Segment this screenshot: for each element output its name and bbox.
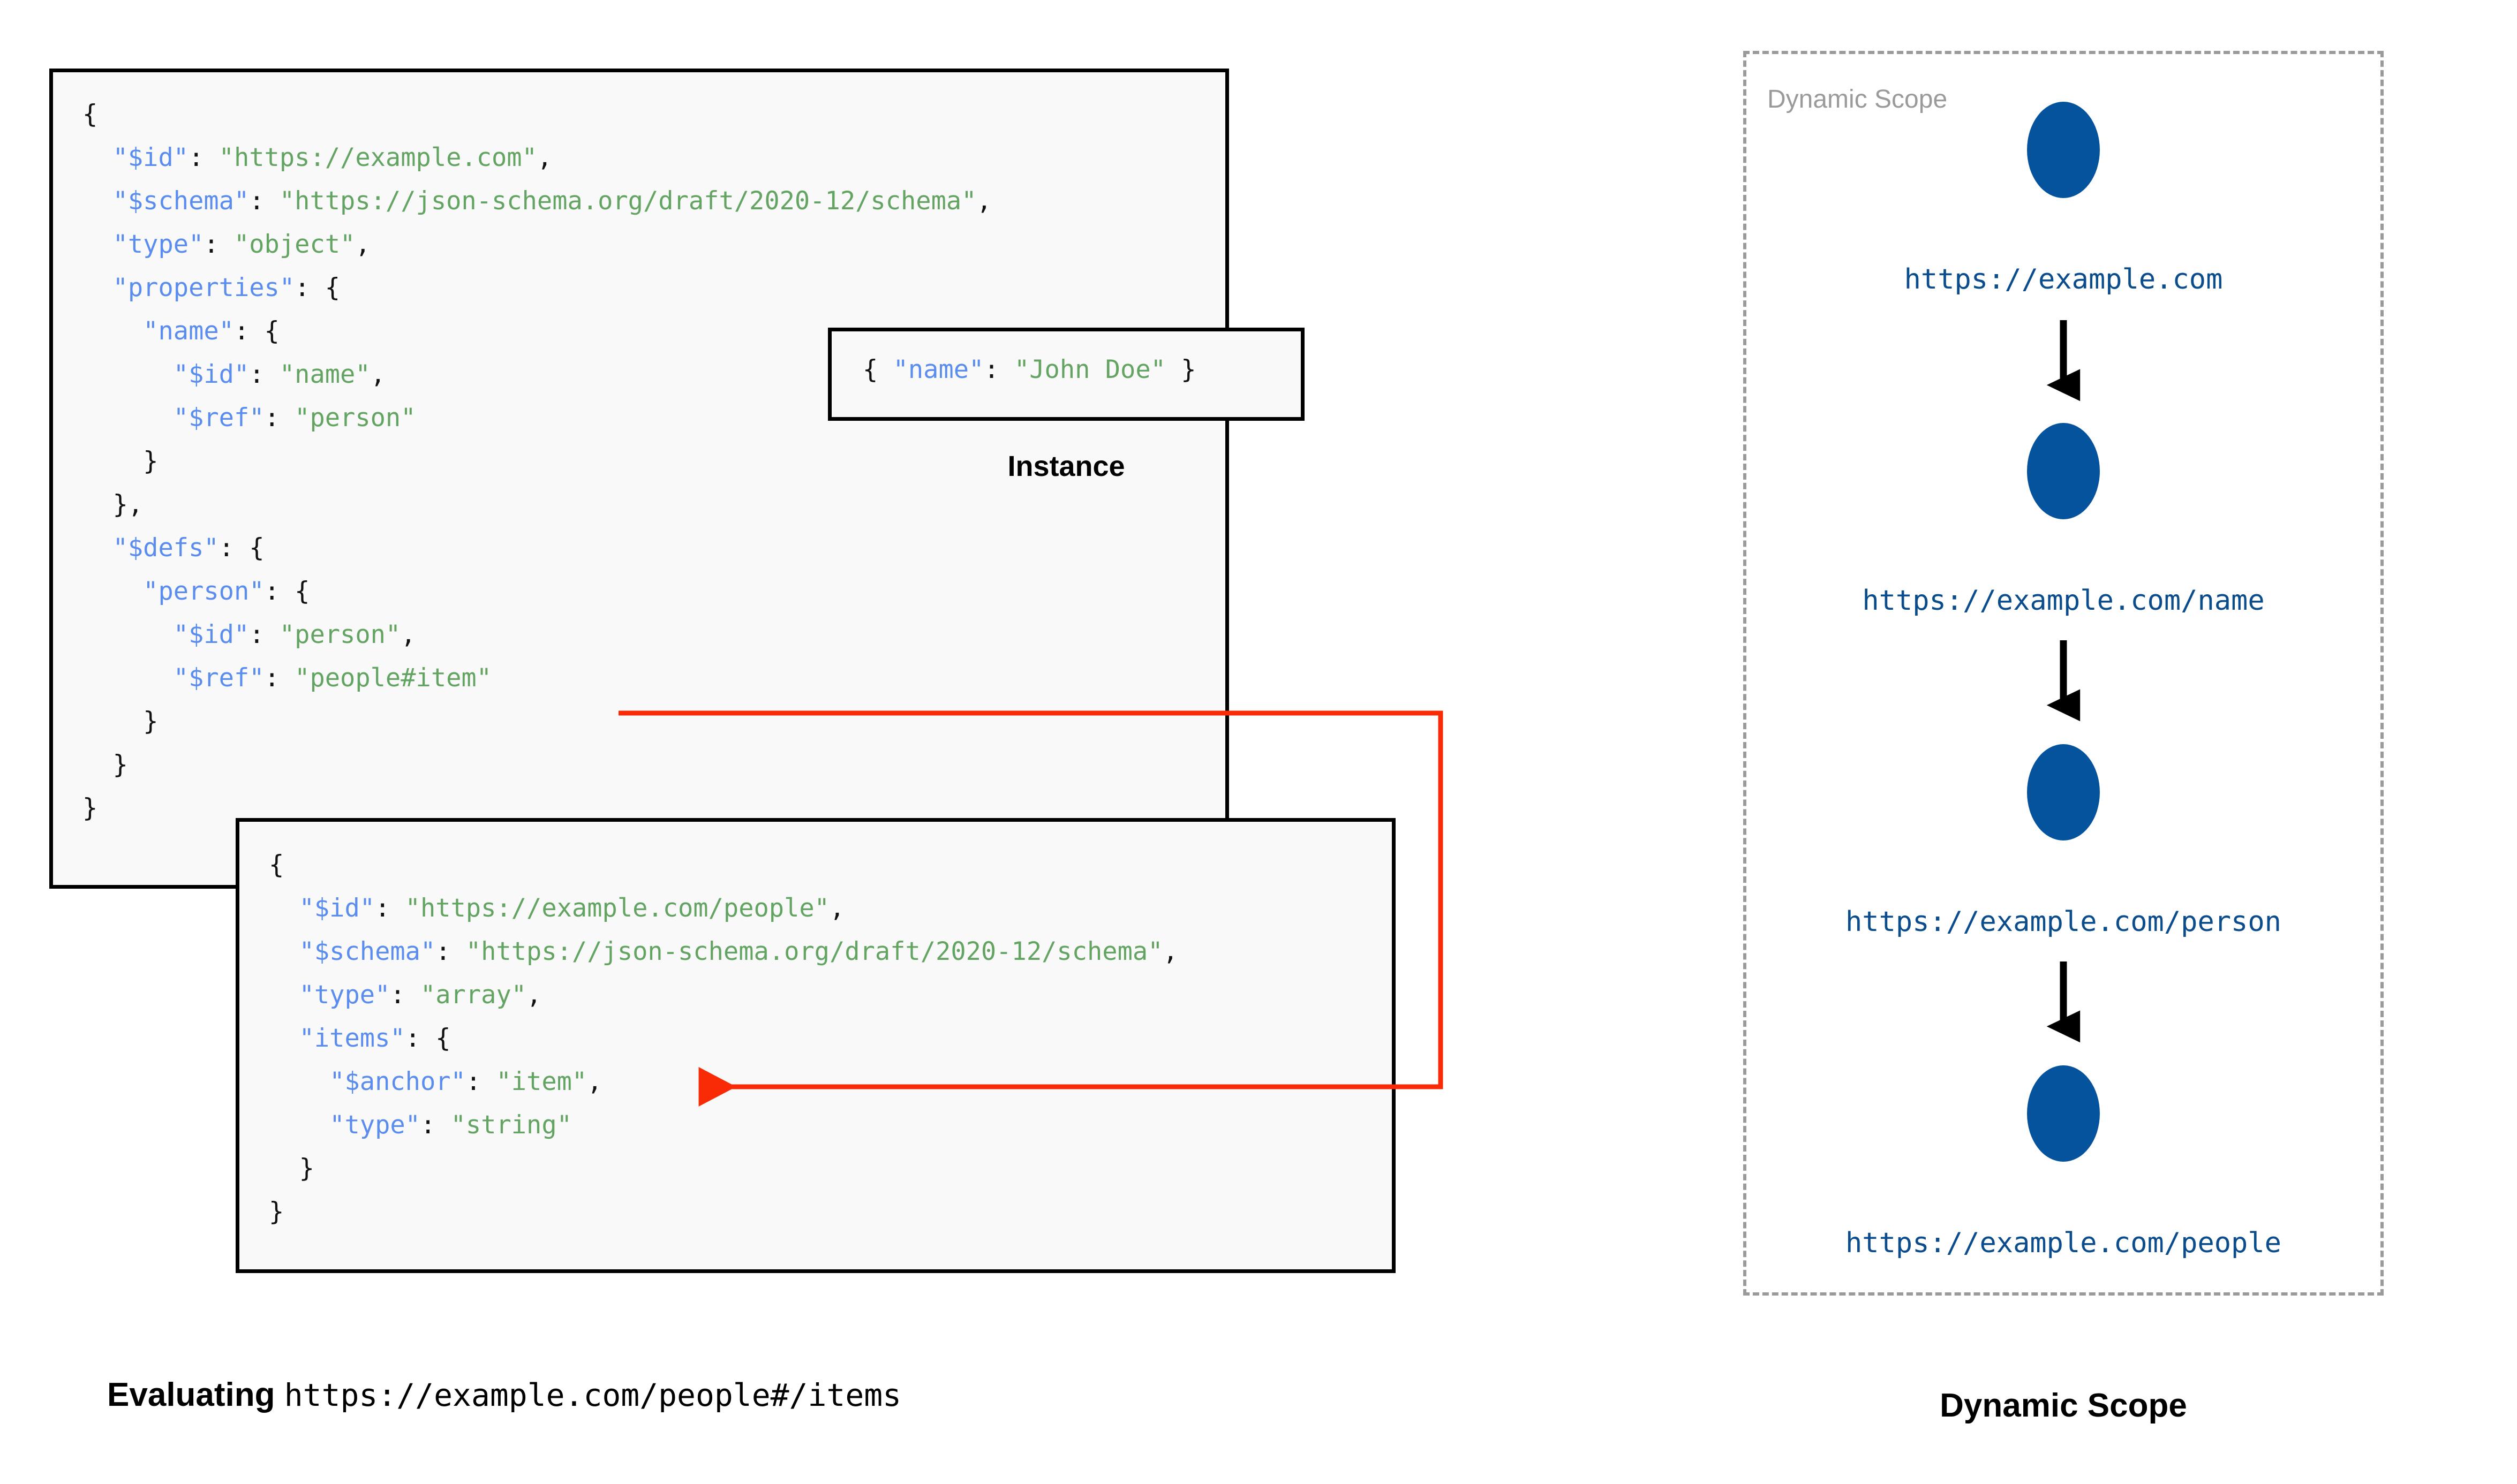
code-line: "$schema": "https://json-schema.org/draf…: [299, 937, 1178, 966]
evaluating-caption: Evaluating https://example.com/people#/i…: [107, 1376, 901, 1414]
scope-node-label-3: https://example.com/person: [1845, 906, 2281, 938]
code-line: "$id": "person",: [173, 620, 416, 649]
code-line: "$schema": "https://json-schema.org/draf…: [112, 186, 992, 216]
scope-node-label-1: https://example.com: [1904, 263, 2223, 296]
schema-root-code: { "$id": "https://example.com", "$schema…: [82, 93, 992, 830]
dynamic-scope-container: [1743, 51, 2384, 1296]
code-line: "$defs": {: [112, 533, 265, 563]
code-line: { "name": "John Doe" }: [863, 355, 1196, 384]
scope-node-3: [2027, 744, 2100, 841]
code-line: "$ref": "person": [173, 403, 416, 433]
dynamic-scope-caption: Dynamic Scope: [1940, 1387, 2187, 1424]
schema-people-box: { "$id": "https://example.com/people", "…: [236, 818, 1396, 1273]
code-line: "$ref": "people#item": [173, 663, 492, 693]
code-line: }: [82, 793, 98, 823]
scope-node-1: [2027, 102, 2100, 198]
schema-people-code: { "$id": "https://example.com/people", "…: [269, 843, 1178, 1233]
scope-node-label-4: https://example.com/people: [1845, 1227, 2281, 1259]
dynamic-scope-inner-title: Dynamic Scope: [1767, 85, 1948, 113]
code-line: }: [143, 446, 159, 476]
instance-box: { "name": "John Doe" }: [828, 328, 1305, 421]
code-line: "properties": {: [112, 273, 341, 302]
code-line: },: [112, 490, 144, 519]
code-line: "items": {: [299, 1024, 451, 1053]
code-line: "$id": "https://example.com/people",: [299, 894, 845, 923]
code-line: {: [269, 850, 284, 880]
instance-code: { "name": "John Doe" }: [863, 354, 1196, 386]
evaluating-uri: https://example.com/people#/items: [284, 1377, 902, 1413]
code-line: "$anchor": "item",: [329, 1067, 602, 1096]
code-line: {: [82, 100, 98, 129]
code-line: "name": {: [143, 316, 280, 346]
code-line: "$id": "name",: [173, 360, 386, 389]
code-line: "type": "string": [329, 1110, 572, 1140]
scope-node-4: [2027, 1065, 2100, 1162]
code-line: }: [112, 750, 128, 779]
code-line: "type": "object",: [112, 230, 371, 259]
scope-node-label-2: https://example.com/name: [1862, 585, 2265, 617]
instance-label: Instance: [1007, 450, 1125, 482]
code-line: "$id": "https://example.com",: [112, 143, 553, 172]
code-line: "person": {: [143, 577, 310, 606]
code-line: }: [143, 707, 159, 736]
code-line: }: [299, 1154, 314, 1183]
scope-node-2: [2027, 423, 2100, 519]
code-line: "type": "array",: [299, 980, 542, 1010]
evaluating-label: Evaluating: [107, 1376, 275, 1413]
code-line: }: [269, 1197, 284, 1226]
